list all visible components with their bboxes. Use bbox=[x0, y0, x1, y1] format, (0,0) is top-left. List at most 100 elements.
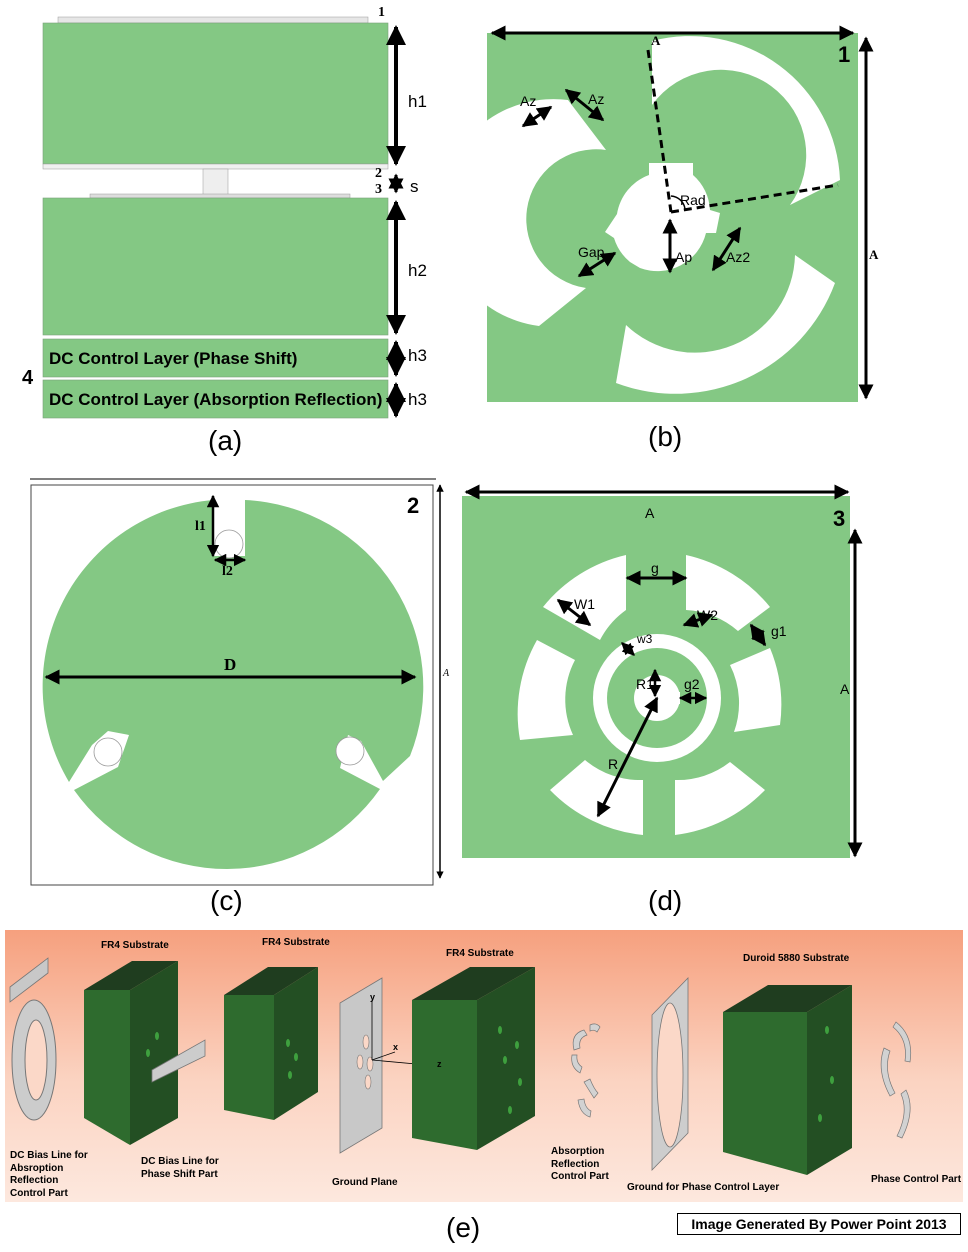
box3-hole-4 bbox=[518, 1078, 522, 1086]
box2-hole-2 bbox=[294, 1053, 298, 1061]
box3-front bbox=[412, 1000, 477, 1150]
az-left-arrow bbox=[521, 105, 553, 128]
e-axis-x-label: x bbox=[393, 1042, 399, 1052]
marker-3: 3 bbox=[375, 182, 382, 197]
arc-slot-bottom bbox=[616, 255, 835, 394]
marker-2: 2 bbox=[375, 166, 382, 181]
ground-phase-cutout bbox=[656, 1002, 684, 1148]
marker-1: 1 bbox=[378, 5, 385, 20]
gp-hole-2 bbox=[356, 1054, 364, 1070]
d-label-r: R bbox=[608, 756, 619, 772]
center-gap bbox=[668, 692, 680, 704]
e-axis-z-label: z bbox=[437, 1059, 442, 1069]
e-label-dc-phase: DC Bias Line for Phase Shift Part bbox=[141, 1156, 219, 1180]
layer-absorption bbox=[42, 379, 389, 419]
dc-bias-strip-phase bbox=[151, 1039, 206, 1083]
box3-hole-1 bbox=[498, 1026, 502, 1034]
b-label-gap: Gap bbox=[578, 244, 605, 260]
az2-arrow bbox=[711, 226, 742, 272]
b-label-az2: Az2 bbox=[726, 249, 751, 265]
marker-4: 4 bbox=[22, 367, 34, 389]
box3-hole-3 bbox=[503, 1056, 507, 1064]
arc-slot-left bbox=[439, 99, 606, 326]
e-label-ground: Ground Plane bbox=[332, 1177, 398, 1188]
e-label-absorption: Absorption Reflection Control Part bbox=[551, 1146, 609, 1182]
layer-phase-shift bbox=[42, 338, 389, 378]
box1-side bbox=[130, 961, 178, 1145]
layer-label-phase-shift: DC Control Layer (Phase Shift) bbox=[49, 349, 298, 368]
d-label-a-top: A bbox=[645, 505, 655, 521]
b-label-a-top: A bbox=[651, 33, 661, 48]
w1-arrow bbox=[556, 598, 592, 627]
absorption-part bbox=[571, 1023, 601, 1118]
center-patch bbox=[605, 163, 720, 272]
e-label-substrate-4: Duroid 5880 Substrate bbox=[743, 953, 850, 964]
via-connector bbox=[202, 168, 229, 197]
e-label-substrate-2: FR4 Substrate bbox=[262, 937, 330, 948]
phase-control-part bbox=[880, 1021, 912, 1139]
caption-e: (e) bbox=[446, 1212, 481, 1243]
box3-hole-2 bbox=[515, 1041, 519, 1049]
rad-line-1 bbox=[646, 49, 673, 213]
e-label-substrate-1: FR4 Substrate bbox=[101, 940, 169, 951]
d-label-w1: W1 bbox=[574, 596, 595, 612]
box1-front bbox=[84, 990, 130, 1145]
box3-hole-5 bbox=[508, 1106, 512, 1114]
b-label-az-right: Az bbox=[588, 91, 605, 107]
w2-arrow bbox=[682, 612, 714, 628]
label-h3-bottom: h3 bbox=[408, 390, 427, 409]
box2-hole bbox=[286, 1039, 290, 1047]
box4-top bbox=[723, 985, 852, 1012]
gp-hole-1 bbox=[362, 1034, 370, 1050]
b-label-ap: Ap bbox=[675, 249, 693, 265]
e-label-phase-control: Phase Control Part bbox=[871, 1174, 962, 1185]
box2-front bbox=[224, 995, 274, 1120]
b-number: 1 bbox=[838, 42, 851, 67]
box4-front bbox=[723, 1012, 807, 1175]
e-label-dc-abs: DC Bias Line for Absroption Reflection C… bbox=[10, 1150, 88, 1199]
box1-top bbox=[84, 961, 178, 990]
g1-arrow bbox=[749, 623, 767, 647]
d-label-a-right: A bbox=[840, 681, 850, 697]
d-label-w3: w3 bbox=[637, 632, 653, 646]
slot-top-right bbox=[686, 555, 770, 631]
b-label-rad: Rad bbox=[680, 192, 706, 208]
box2-hole-3 bbox=[288, 1071, 292, 1079]
caption-b: (b) bbox=[648, 421, 683, 452]
slot-right bbox=[730, 648, 782, 732]
axis-x bbox=[371, 1051, 396, 1061]
slot-bottom-right bbox=[675, 762, 765, 835]
slot-left bbox=[517, 640, 575, 740]
arc-slot-top-right bbox=[652, 36, 840, 205]
box4-hole-1 bbox=[825, 1026, 829, 1034]
d-label-g: g bbox=[651, 560, 659, 576]
caption-d: (d) bbox=[648, 885, 683, 916]
b-label-az-left: Az bbox=[520, 93, 537, 109]
d-label-g1: g1 bbox=[771, 623, 787, 639]
box1-hole bbox=[146, 1049, 150, 1057]
gap-arrow bbox=[577, 251, 617, 278]
box4-hole-3 bbox=[818, 1114, 822, 1122]
c-label-l1: l1 bbox=[195, 519, 206, 534]
r-arrow bbox=[596, 696, 659, 818]
bias-ring-inner bbox=[24, 1019, 48, 1101]
az-right-arrow bbox=[564, 88, 605, 122]
e-axis-y-label: y bbox=[370, 992, 376, 1002]
w3-arrow bbox=[621, 642, 635, 656]
via-hole-left bbox=[93, 737, 123, 767]
box2-side bbox=[274, 967, 318, 1120]
e-label-substrate-3: FR4 Substrate bbox=[446, 948, 514, 959]
box1-hole-2 bbox=[155, 1032, 159, 1040]
c-label-a-right: A bbox=[443, 668, 450, 679]
caption-c: (c) bbox=[210, 885, 243, 916]
b-label-a-right: A bbox=[869, 247, 879, 262]
label-h2: h2 bbox=[408, 261, 427, 280]
box3-top bbox=[412, 967, 535, 1000]
box2-top bbox=[224, 967, 318, 995]
d-label-r1: R1 bbox=[636, 676, 654, 692]
rad-angle-arc bbox=[670, 195, 686, 210]
c-label-l2: l2 bbox=[222, 564, 233, 579]
